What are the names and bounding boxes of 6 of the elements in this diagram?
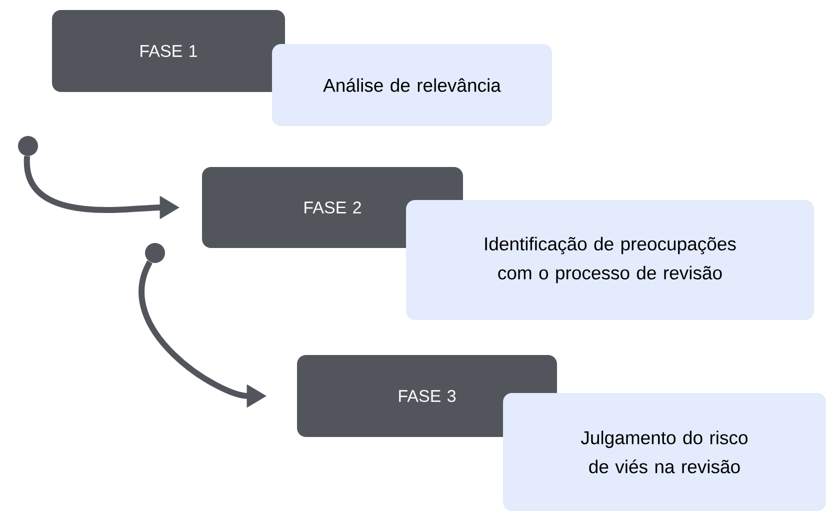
start-dot [18, 136, 38, 156]
description-box: Julgamento do risco de viés na revisão [503, 393, 826, 511]
description-box: Identificação de preocupações com o processo de revisão [406, 200, 814, 320]
phase-box: FASE 1 [52, 10, 285, 92]
description-box: Análise de relevância [272, 44, 552, 126]
start-dot [145, 243, 165, 263]
